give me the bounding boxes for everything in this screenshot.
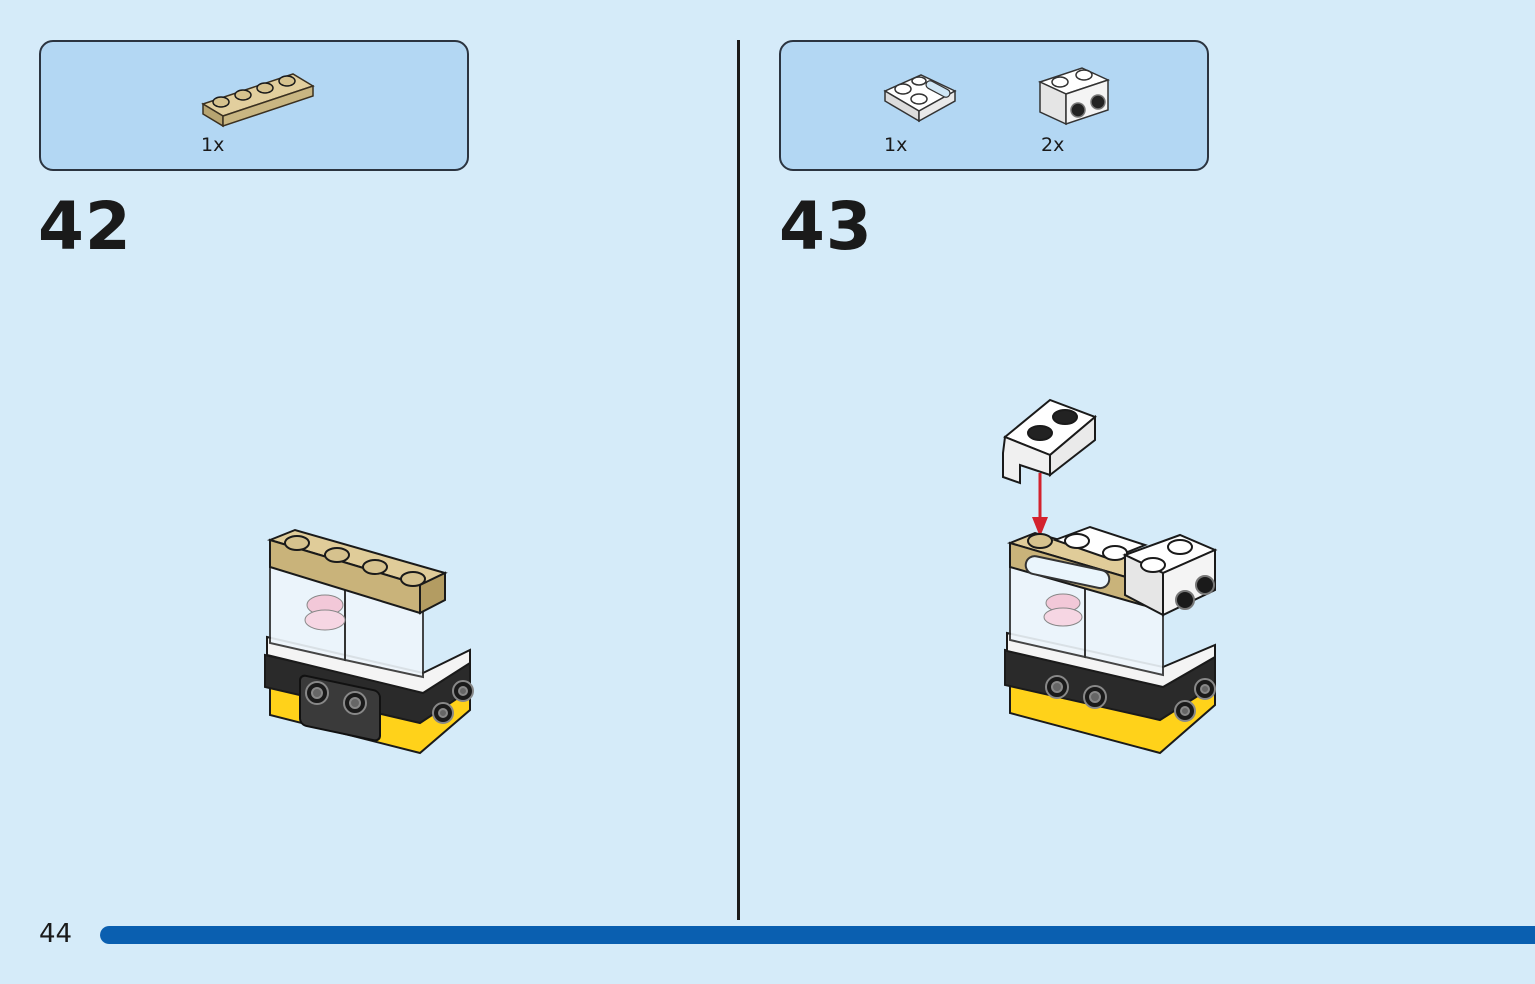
white-plate-with-bar-icon [883, 74, 957, 123]
part-quantity: 2x [1041, 134, 1065, 156]
progress-fill [100, 926, 1535, 944]
tan-plate-1x4-icon [201, 73, 315, 128]
page-number: 44 [39, 919, 73, 949]
page-divider [737, 40, 740, 920]
parts-callout-step-43: 1x 2x [779, 40, 1209, 171]
white-bracket-1x2-icon [1037, 67, 1111, 126]
model-step-42 [264, 528, 474, 755]
parts-callout-step-42: 1x [39, 40, 469, 171]
progress-bar [100, 926, 1535, 944]
model-step-43 [1002, 398, 1218, 755]
part-quantity: 1x [884, 134, 908, 156]
part-quantity: 1x [201, 134, 225, 156]
step-number: 42 [38, 188, 132, 265]
step-number: 43 [779, 188, 873, 265]
